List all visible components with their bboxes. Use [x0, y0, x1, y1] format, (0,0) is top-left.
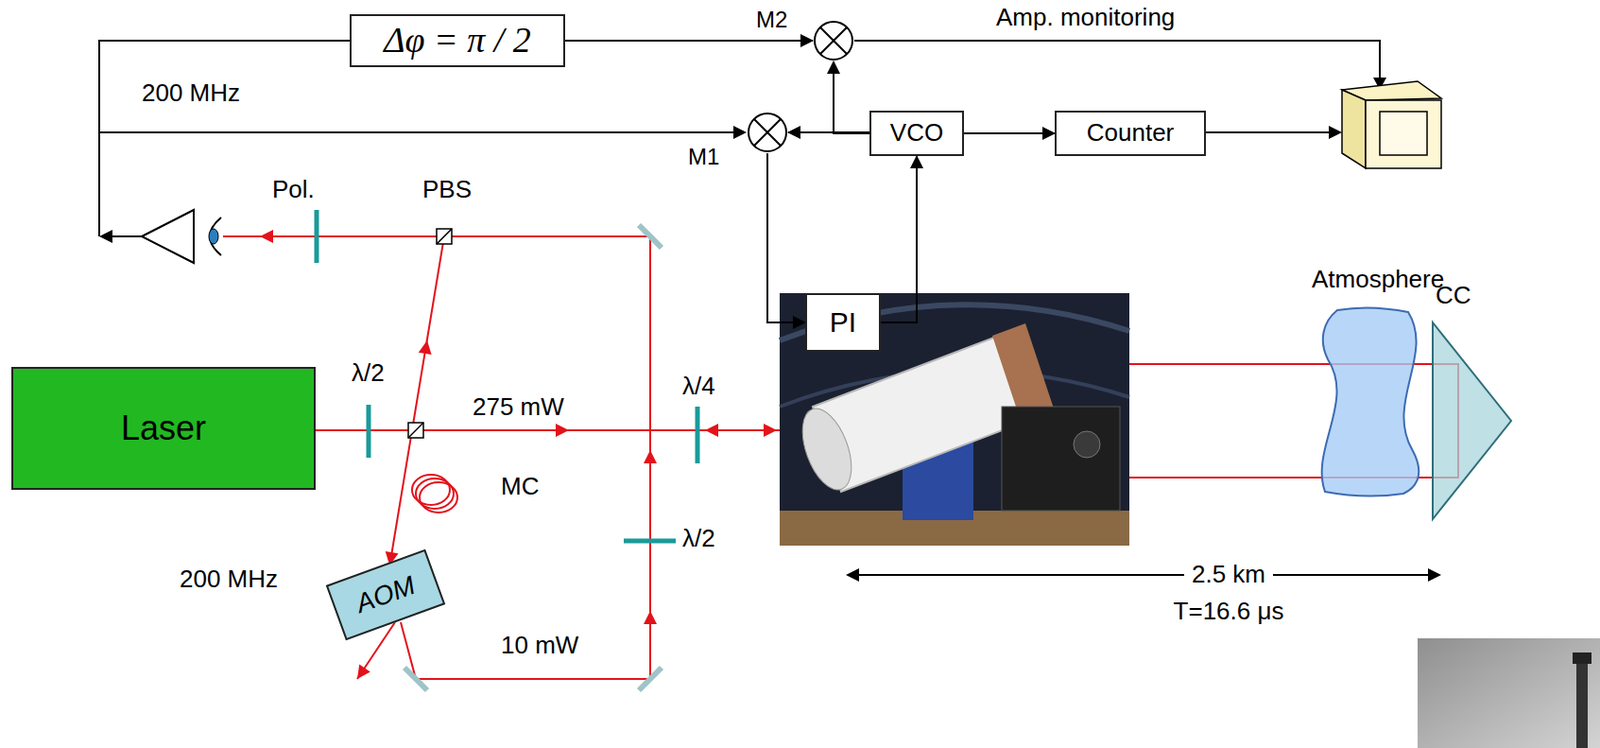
part-label: 2.5 km	[1184, 560, 1274, 589]
part-label: 275 mW	[472, 393, 565, 422]
part-label: Amp. monitoring	[996, 3, 1175, 33]
aom-box: AOM	[326, 549, 446, 641]
part-label: Pol.	[272, 175, 315, 205]
mixer-symbol: M2	[812, 19, 855, 62]
mixer-symbol-outline	[812, 19, 855, 62]
part-label: MC	[500, 472, 539, 501]
node-label: Laser	[120, 408, 207, 448]
node-label: AOM	[352, 569, 420, 620]
beam-splitter-cube	[408, 228, 452, 438]
laser-beams	[223, 236, 1459, 679]
wire-arrowheads	[99, 77, 1387, 243]
corner-cube: CC	[1431, 321, 1513, 520]
signal-wire	[963, 132, 1055, 135]
part-label: 200 MHz	[141, 79, 241, 108]
node-heading: M2	[756, 6, 788, 34]
node-label: VCO	[890, 119, 944, 148]
node-label: Counter	[1086, 119, 1175, 148]
part-label: PBS	[422, 175, 472, 205]
corner-cube-outline	[1431, 321, 1513, 520]
mixer-symbol: M1	[746, 111, 789, 154]
rf-wires	[99, 40, 1380, 237]
signal-wire	[565, 39, 813, 42]
part-label: λ/2	[351, 359, 385, 388]
site-photo	[1417, 637, 1600, 748]
node-label: PI	[829, 306, 857, 340]
node-heading: CC	[1435, 281, 1472, 310]
mixer-symbol-outline	[746, 111, 789, 154]
distance-arrow	[845, 567, 1442, 582]
signal-wire	[880, 155, 917, 323]
photodiode-symbol	[208, 217, 222, 256]
part-label: 10 mW	[500, 631, 579, 660]
amplifier-symbol	[141, 209, 194, 263]
node-heading: M1	[688, 143, 720, 171]
counter-box: Counter	[1054, 110, 1206, 156]
part-label: T=16.6 μs	[1173, 597, 1285, 626]
mirror	[404, 224, 662, 690]
vco-box: VCO	[869, 110, 964, 156]
wave-plate	[316, 209, 698, 541]
part-label: λ/2	[682, 524, 716, 553]
phase-shifter-box: Δφ = π / 2	[349, 14, 566, 68]
monitor-icon	[1341, 81, 1442, 169]
atmosphere-shape-outline	[1313, 307, 1423, 497]
telescope-photo	[779, 292, 1130, 546]
signal-wire	[833, 61, 870, 134]
beam-arrowheads	[259, 229, 777, 679]
laser-box: Laser	[11, 366, 316, 490]
signal-wire	[767, 153, 806, 323]
node-heading: Atmosphere	[1311, 265, 1445, 294]
atmosphere-shape: Atmosphere	[1313, 307, 1423, 497]
part-label: λ/4	[682, 372, 716, 401]
node-label: Δφ = π / 2	[383, 19, 532, 62]
part-label: 200 MHz	[179, 565, 278, 594]
pi-controller-box: PI	[805, 292, 881, 352]
fiber-coil	[412, 474, 458, 513]
